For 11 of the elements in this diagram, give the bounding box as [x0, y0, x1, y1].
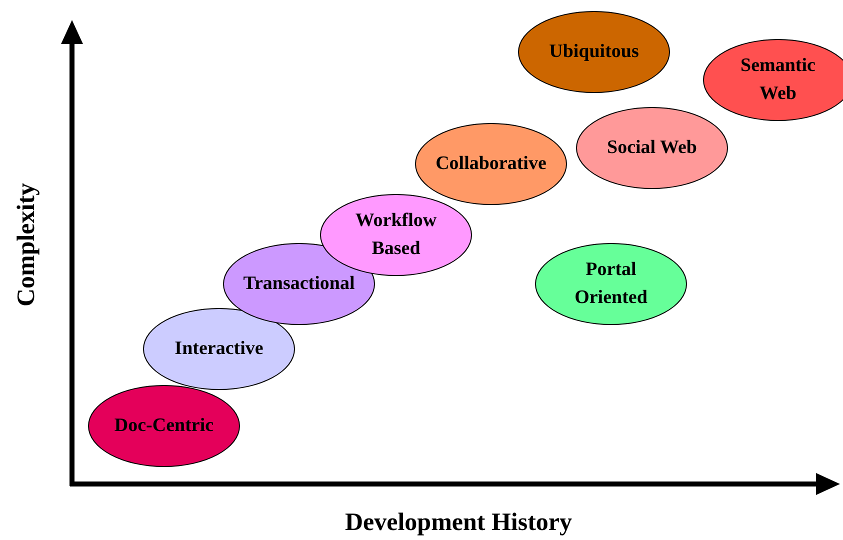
node-label: Ubiquitous	[548, 40, 640, 64]
node-label: Semantic Web	[740, 54, 816, 106]
node-label: Transactional	[242, 272, 356, 296]
axis-title: Development History	[344, 508, 572, 538]
node-label: Workflow Based	[354, 209, 438, 261]
node-label: Social Web	[606, 136, 698, 160]
node-label: Interactive	[174, 337, 264, 361]
axis-title: Complexity	[12, 183, 42, 307]
node-label: Collaborative	[434, 152, 548, 176]
node-label: Doc-Centric	[113, 414, 215, 438]
node-label: Portal Oriented	[574, 258, 648, 310]
